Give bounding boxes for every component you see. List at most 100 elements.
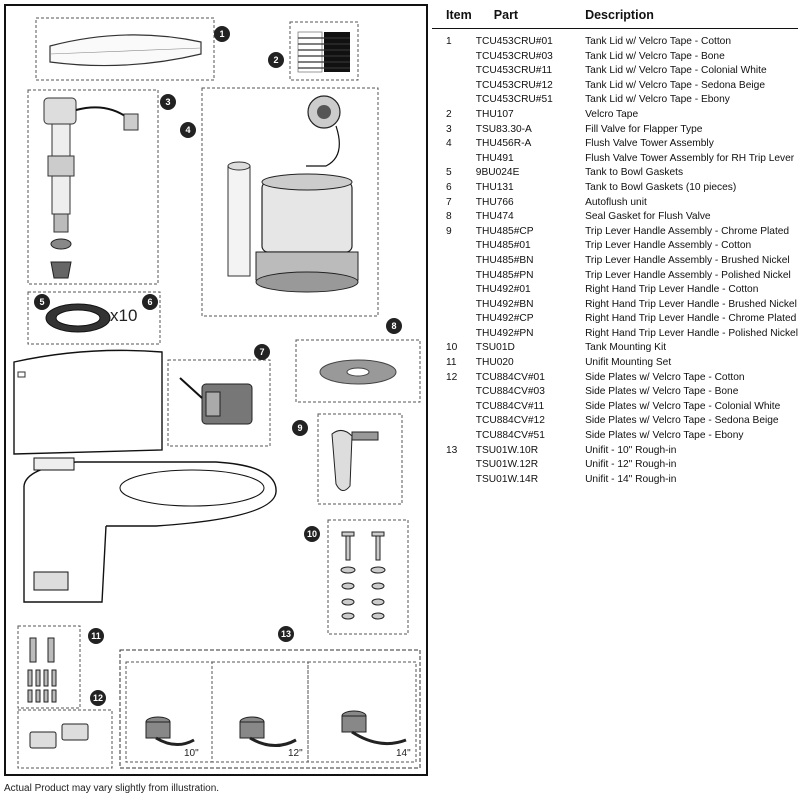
callout-8: 8 [386, 318, 402, 334]
callout-6: 6 [142, 294, 158, 310]
row-part-number: THU492#BN [475, 298, 534, 310]
row-description: Unifit Mounting Set [585, 357, 672, 369]
row-part-number: THU485#PN [475, 269, 534, 281]
row-description: Tank Lid w/ Velcro Tape - Ebony [585, 94, 730, 106]
row-part-number: THU492#CP [475, 313, 534, 325]
row-item-number: 2 [446, 108, 452, 120]
toilet-bowl-illustration [23, 457, 277, 603]
row-description: Tank Lid w/ Velcro Tape - Colonial White [585, 65, 767, 77]
row-part-number: THU456R-A [475, 138, 532, 150]
parts-table-header: Item Part Description [432, 6, 798, 29]
autoflush-unit-illustration [167, 359, 271, 447]
row-part-number: TSU01W.12R [475, 459, 539, 471]
row-part-number: THU492#01 [475, 284, 531, 296]
callout-2: 2 [268, 52, 284, 68]
unifit-rough-in-illustration [119, 649, 421, 769]
parts-row: TCU453CRU#11 Tank Lid w/ Velcro Tape - Co… [432, 64, 798, 79]
row-part-number: TCU453CRU#03 [475, 50, 553, 62]
trip-lever-handle-illustration [317, 413, 403, 505]
row-part-number: TCU884CV#51 [475, 430, 545, 442]
parts-row: 4 THU456R-A Flush Valve Tower Assembly [432, 137, 798, 152]
row-item-number: 7 [446, 196, 452, 208]
row-part-number: 9BU024E [475, 167, 520, 179]
header-part: Part [475, 6, 586, 29]
row-description: Unifit - 14" Rough-in [585, 473, 677, 485]
row-item-number [432, 152, 476, 167]
row-part-number: TCU453CRU#11 [475, 65, 553, 77]
row-item-number [432, 298, 476, 313]
row-description: Side Plates w/ Velcro Tape - Bone [585, 386, 739, 398]
parts-row: TSU01W.14R Unifit - 14" Rough-in [432, 473, 798, 488]
row-part-number: THU485#CP [475, 225, 534, 237]
row-item-number: 4 [446, 138, 452, 150]
row-description: Fill Valve for Flapper Type [585, 123, 703, 135]
row-item-number [432, 64, 476, 79]
row-item-number: 8 [446, 211, 452, 223]
exploded-parts-diagram: 1 2 3 4 5 6 7 8 9 10 11 12 13 x10 10" 12… [4, 4, 428, 776]
row-part-number: THU491 [475, 152, 514, 164]
callout-3: 3 [160, 94, 176, 110]
row-item-number [432, 327, 476, 342]
diagram-drawing [13, 17, 421, 769]
seal-gasket-illustration [295, 339, 421, 403]
disclaimer-footnote: Actual Product may vary slightly from il… [4, 783, 220, 794]
header-item: Item [432, 6, 476, 29]
rough-in-label-14: 14" [396, 748, 411, 759]
row-item-number [432, 93, 476, 108]
row-description: Seal Gasket for Flush Valve [585, 211, 711, 223]
row-item-number: 10 [446, 342, 458, 354]
callout-10: 10 [304, 526, 320, 542]
side-plates-illustration [17, 709, 113, 769]
callout-13: 13 [278, 626, 294, 642]
row-description: Velcro Tape [585, 108, 639, 120]
row-item-number: 13 [446, 444, 458, 456]
row-item-number: 5 [446, 167, 452, 179]
row-item-number [432, 79, 476, 94]
row-part-number: TSU01D [475, 342, 515, 354]
row-item-number: 1 [446, 36, 452, 47]
tank-mounting-kit-illustration [327, 519, 409, 635]
parts-row: TCU453CRU#51 Tank Lid w/ Velcro Tape - Eb… [432, 93, 798, 108]
row-part-number: TSU01W.14R [475, 473, 539, 485]
row-part-number: TCU453CRU#51 [475, 94, 553, 106]
row-part-number: THU485#BN [475, 254, 534, 266]
row-item-number [432, 283, 476, 298]
toilet-tank-illustration [13, 349, 163, 455]
row-description: Side Plates w/ Velcro Tape - Colonial Wh… [585, 400, 781, 412]
header-description: Description [585, 6, 798, 29]
row-description: Trip Lever Handle Assembly - Chrome Plat… [585, 225, 790, 237]
row-description: Trip Lever Handle Assembly - Polished Ni… [585, 269, 791, 281]
callout-7: 7 [254, 344, 270, 360]
callout-9: 9 [292, 420, 308, 436]
rough-in-label-10: 10" [184, 748, 199, 759]
row-part-number: THU020 [475, 357, 514, 369]
flush-valve-tower-illustration [201, 87, 379, 317]
row-part-number: TCU453CRU#01 [475, 36, 553, 47]
row-part-number: TSU01W.10R [475, 444, 539, 456]
row-description: Flush Valve Tower Assembly [585, 138, 714, 150]
callout-11: 11 [88, 628, 104, 644]
row-part-number: THU107 [475, 108, 514, 120]
row-item-number [432, 429, 476, 444]
row-part-number: THU492#PN [475, 327, 534, 339]
row-item-number [432, 458, 476, 473]
